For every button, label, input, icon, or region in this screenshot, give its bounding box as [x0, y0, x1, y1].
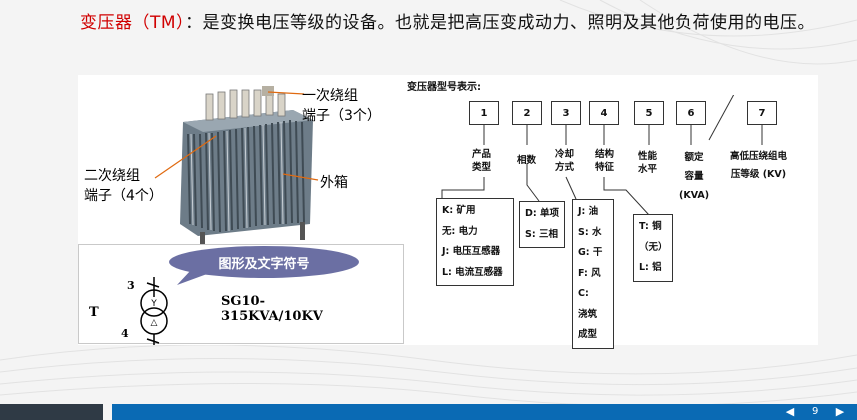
code-box-cooling: J: 油 S: 水 G: 干 F: 风 C: 浇筑 成型: [572, 199, 614, 349]
symbol-banner-text: 图形及文字符号: [218, 256, 309, 272]
page-number: 9: [812, 406, 819, 417]
category-2-line1: 相数: [517, 155, 537, 166]
secondary-terminal-line1: 二次绕组: [84, 168, 140, 184]
code-position-1: 1: [469, 101, 499, 125]
model-line2: 315KVA/10KV: [221, 309, 324, 324]
outer-case-label: 外箱: [320, 175, 348, 191]
model-line1: SG10-: [221, 294, 265, 309]
category-4-line1: 结构: [595, 149, 615, 160]
code-option: F: 风: [578, 267, 601, 279]
category-3-line1: 冷却: [555, 149, 575, 160]
category-performance: 性能 水平: [638, 150, 657, 176]
model-code-heading: 变压器型号表示:: [407, 82, 481, 93]
category-cooling: 冷却 方式: [555, 148, 574, 174]
code-option: 成型: [578, 329, 598, 340]
code-option: J: 电压互感器: [442, 246, 501, 257]
terminal-count-bottom: 4: [121, 327, 129, 340]
code-option: D: 单项: [525, 208, 559, 219]
code-option: G: 干: [578, 247, 603, 258]
code-position-4: 4: [589, 101, 619, 125]
category-1-line1: 产品: [472, 149, 492, 160]
code-option: T: 铜: [639, 221, 662, 232]
code-option: 无: 电力: [442, 225, 478, 237]
category-6-line1: 额定: [684, 152, 704, 163]
next-slide-icon[interactable]: ▶: [835, 405, 845, 418]
footer-dark-bar: [0, 404, 103, 420]
secondary-terminal-line2: 端子（4个）: [84, 188, 163, 204]
code-position-7: 7: [747, 101, 777, 125]
code-option: S: 三相: [525, 228, 558, 240]
primary-terminal-line2: 端子（3个）: [302, 108, 381, 124]
code-box-phase: D: 单项 S: 三相: [519, 201, 565, 248]
title-term: 变压器（TM）: [80, 13, 186, 33]
category-1-line2: 类型: [472, 162, 492, 173]
code-option: L: 电流互感器: [442, 266, 503, 278]
terminal-count-top: 3: [127, 279, 135, 292]
category-7-line2: 压等级 (KV): [730, 169, 787, 180]
code-position-6: 6: [676, 101, 706, 125]
primary-terminal-label: 一次绕组 端子（3个）: [302, 86, 381, 126]
page-title: 变压器（TM）：是变换电压等级的设备。也就是把高压变成动力、照明及其他负荷使用的…: [80, 12, 820, 35]
category-structure: 结构 特征: [595, 148, 614, 174]
secondary-terminal-label: 二次绕组 端子（4个）: [84, 166, 163, 206]
code-position-5: 5: [634, 101, 664, 125]
code-option: C:: [578, 288, 589, 299]
code-position-3: 3: [551, 101, 581, 125]
primary-terminal-line1: 一次绕组: [302, 88, 358, 104]
code-position-2: 2: [512, 101, 542, 125]
symbol-box: 图形及文字符号 Y △ 3 4 T SG10- 315KVA/10KV: [78, 244, 404, 345]
category-6-line3: (KVA): [679, 190, 710, 201]
category-4-line2: 特征: [595, 162, 615, 173]
model-code-connectors: [441, 95, 763, 216]
code-option: S: 水: [578, 226, 602, 238]
category-7-line1: 高低压绕组电: [730, 151, 788, 162]
category-voltage-level: 高低压绕组电 压等级 (KV): [730, 148, 787, 184]
category-3-line2: 方式: [555, 162, 575, 173]
prev-slide-icon[interactable]: ◀: [785, 405, 795, 418]
transformer-symbol-graphic: 图形及文字符号 Y △ 3 4 T SG10- 315KVA/10KV: [89, 246, 359, 345]
code-box-product-type: K: 矿用 无: 电力 J: 电压互感器 L: 电流互感器: [436, 198, 514, 286]
code-option: L: 铝: [639, 262, 662, 273]
category-capacity: 额定 容量 (KVA): [679, 148, 709, 205]
category-phase: 相数: [517, 154, 536, 167]
code-option: 浇筑: [578, 308, 598, 320]
category-product-type: 产品 类型: [472, 148, 491, 174]
category-5-line2: 水平: [638, 164, 658, 175]
category-5-line1: 性能: [638, 151, 658, 162]
category-6-line2: 容量: [684, 171, 704, 182]
symbol-letter: T: [89, 305, 99, 320]
y-mark: Y: [150, 299, 157, 309]
footer-blue-bar: [112, 404, 857, 420]
title-text: ：是变换电压等级的设备。也就是把高压变成动力、照明及其他负荷使用的电压。: [185, 13, 816, 33]
code-option: （无）: [639, 241, 668, 253]
code-option: J: 油: [578, 206, 599, 217]
transformer-photo: [154, 86, 319, 244]
code-option: K: 矿用: [442, 205, 476, 216]
delta-mark: △: [151, 318, 158, 328]
code-box-structure: T: 铜 （无） L: 铝: [633, 214, 673, 282]
